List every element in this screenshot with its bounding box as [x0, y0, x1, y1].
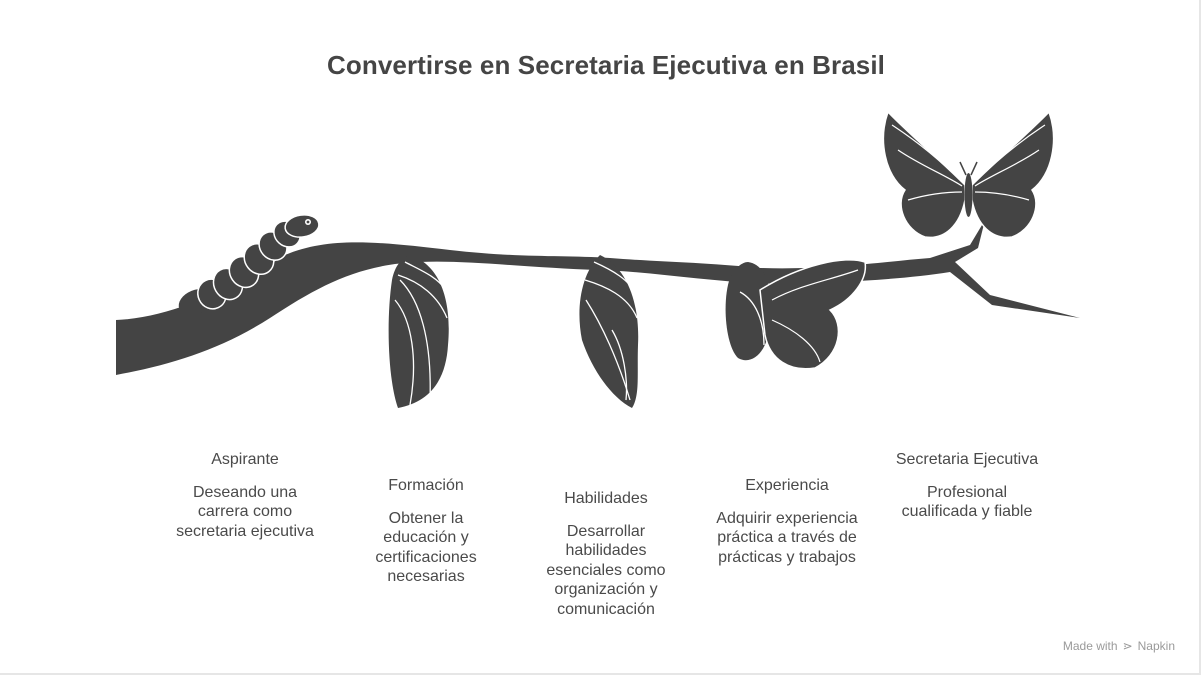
footer-prefix: Made with	[1062, 639, 1118, 653]
chrysalis-1	[388, 255, 449, 408]
caterpillar	[178, 214, 320, 316]
footer-brand: Napkin	[1137, 639, 1175, 653]
chrysalis-2	[579, 255, 639, 408]
stage-experiencia: Experiencia Adquirir experiencia práctic…	[697, 476, 877, 567]
stage-title: Secretaria Ejecutiva	[895, 451, 1039, 468]
emerging-butterfly	[725, 259, 867, 370]
stage-title: Habilidades	[564, 490, 648, 507]
stage-description: Obtener la educación y certificaciones n…	[375, 510, 477, 586]
stage-formacion: Formación Obtener la educación y certifi…	[336, 476, 516, 587]
napkin-logo-icon: ⋗	[1122, 639, 1133, 653]
stage-description: Deseando una carrera como secretaria eje…	[176, 484, 314, 540]
stage-description: Desarrollar habilidades esenciales como …	[546, 523, 666, 618]
stage-title: Experiencia	[745, 477, 829, 494]
stage-secretaria-ejecutiva: Secretaria Ejecutiva Profesional cualifi…	[877, 450, 1057, 522]
stage-description: Adquirir experiencia práctica a través d…	[716, 510, 858, 566]
butterfly	[882, 110, 1055, 239]
footer-attribution: Made with ⋗ Napkin	[1063, 639, 1175, 653]
stage-title: Aspirante	[211, 451, 279, 468]
stage-habilidades: Habilidades Desarrollar habilidades esen…	[516, 489, 696, 619]
stage-title: Formación	[388, 477, 464, 494]
branch	[116, 220, 1080, 375]
stage-aspirante: Aspirante Deseando una carrera como secr…	[155, 450, 335, 541]
diagram-title: Convertirse en Secretaria Ejecutiva en B…	[327, 50, 885, 80]
stage-description: Profesional cualificada y fiable	[901, 484, 1033, 521]
